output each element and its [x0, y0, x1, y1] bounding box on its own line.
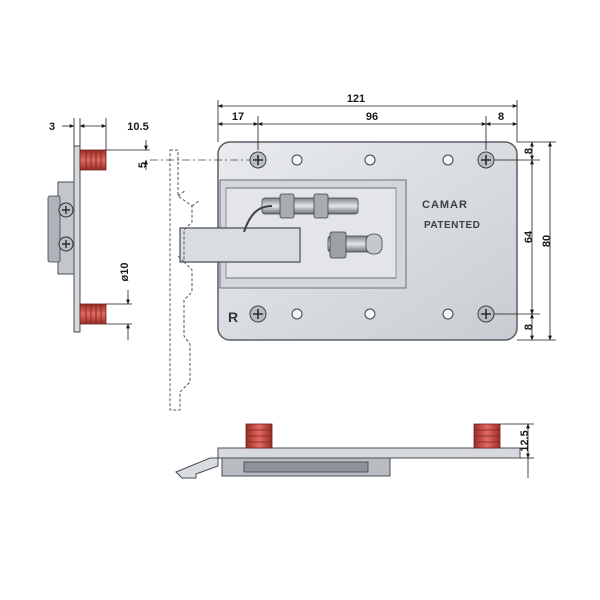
side-marking: R	[228, 309, 238, 325]
side-view	[47, 145, 107, 333]
screw-bottom-right	[477, 305, 495, 323]
patented-label: PATENTED	[424, 220, 480, 231]
side-plate	[73, 145, 81, 333]
lower-bolt-head	[365, 233, 383, 255]
cabinet-profile	[169, 149, 201, 411]
bottom-hook	[175, 457, 219, 479]
hook-tongue	[179, 227, 301, 263]
bottom-body-detail	[243, 461, 369, 473]
bottom-view	[175, 423, 521, 479]
side-body	[57, 181, 75, 275]
side-stud-top	[79, 149, 107, 171]
dim-right-offset: 8	[498, 111, 504, 123]
lower-nut	[329, 231, 347, 259]
screw-bottom-left	[249, 305, 267, 323]
dim-hole-vertical: 64	[523, 230, 535, 243]
spring-wire	[243, 205, 273, 233]
bottom-plate	[217, 447, 521, 459]
dim-bracket-offset: 5	[137, 162, 149, 168]
bottom-stud-left	[245, 423, 273, 449]
bolt-nut-1	[279, 193, 295, 219]
adjust-bolt-upper	[261, 197, 359, 215]
front-view: CAMAR PATENTED R	[150, 141, 518, 341]
dim-stud-length: 10.5	[127, 121, 148, 133]
dim-height: 12.5	[519, 430, 531, 451]
dim-overall-height: 80	[541, 235, 553, 247]
dim-overall-width: 121	[347, 93, 365, 105]
dim-plate-thickness: 3	[49, 121, 55, 133]
side-body-inner	[47, 195, 61, 263]
side-screw-lower	[58, 236, 74, 252]
screw-top-left	[249, 151, 267, 169]
screw-top-right	[477, 151, 495, 169]
dim-left-offset: 17	[232, 111, 244, 123]
bottom-stud-right	[473, 423, 501, 449]
side-screw-upper	[58, 202, 74, 218]
dim-bottom-offset: 8	[523, 324, 535, 330]
brand-name: CAMAR	[422, 199, 468, 211]
dim-top-offset: 8	[523, 148, 535, 154]
dim-stud-diameter: ø10	[119, 263, 131, 282]
dimension-lines	[62, 100, 556, 478]
bolt-nut-2	[313, 193, 329, 219]
dim-hole-spacing: 96	[366, 111, 378, 123]
mounting-holes	[291, 154, 454, 320]
side-stud-bottom	[79, 303, 107, 325]
dimension-labels: 121 17 96 8 8 64 8 80 3 10.5 5 ø10 12.5	[49, 93, 553, 452]
